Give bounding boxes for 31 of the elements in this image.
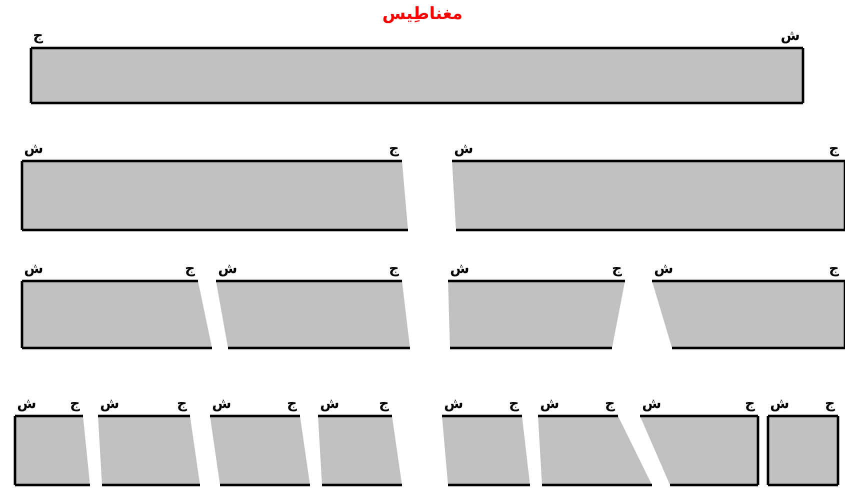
pole-label: ج [176, 395, 187, 413]
pole-label: ش [780, 27, 800, 45]
pole-label: ج [508, 395, 519, 413]
pole-label: ش [642, 395, 662, 413]
pole-label: ج [184, 260, 195, 278]
pole-label: ش [320, 395, 340, 413]
pole-label: ش [100, 395, 120, 413]
pole-label: ج [388, 260, 399, 278]
pole-label: ش [218, 260, 238, 278]
pole-label: ش [24, 260, 44, 278]
pole-label: ش [450, 260, 470, 278]
pole-label: ج [744, 395, 755, 413]
pole-label: ج [378, 395, 389, 413]
pole-label: ش [454, 140, 474, 158]
pole-label: ش [17, 395, 36, 413]
pole-label: ج [604, 395, 615, 413]
pole-label: ج [33, 27, 44, 45]
pole-label: ش [770, 395, 790, 413]
pole-label: ج [824, 395, 835, 413]
pole-label: ش [540, 395, 560, 413]
pole-label: ش [654, 260, 674, 278]
pole-label: ج [70, 395, 80, 413]
pole-label: ج [286, 395, 297, 413]
pole-label: ج [828, 260, 839, 278]
pole-label: ج [612, 260, 622, 278]
pole-label: ج [388, 140, 399, 158]
pole-label: ج [828, 140, 839, 158]
pole-label: ش [212, 395, 232, 413]
diagram-title: مغناطِيس [381, 4, 464, 24]
pole-label: ش [444, 395, 464, 413]
pole-label: ش [24, 140, 44, 158]
